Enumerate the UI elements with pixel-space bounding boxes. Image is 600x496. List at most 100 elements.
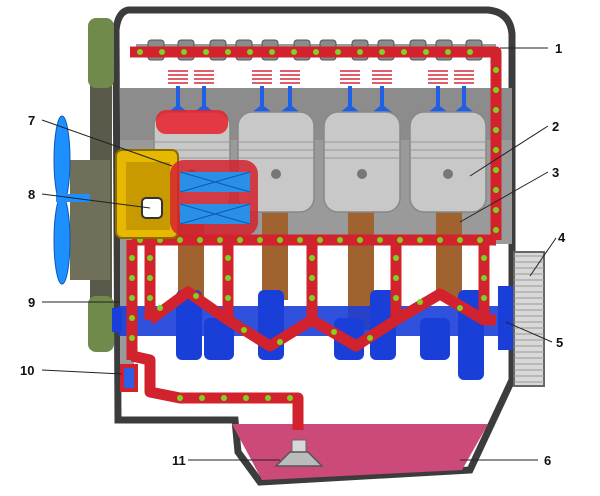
oil-drop (417, 299, 423, 305)
oil-drop (147, 255, 153, 261)
valve-stem (380, 86, 384, 110)
callout-1: 1 (555, 41, 562, 56)
oil-drop (225, 49, 231, 55)
oil-drop (493, 207, 499, 213)
oil-drop (277, 339, 283, 345)
valve-spring (454, 74, 474, 76)
valve-spring (428, 70, 448, 72)
oil-drop (309, 295, 315, 301)
oil-drop (493, 227, 499, 233)
oil-drop (379, 49, 385, 55)
valve-stem (202, 86, 206, 110)
belt-icon (70, 18, 122, 352)
oil-drop (393, 275, 399, 281)
valve-spring (454, 70, 474, 72)
valve-spring (252, 78, 272, 80)
callout-3: 3 (552, 165, 559, 180)
oil-drop (277, 237, 283, 243)
oil-drop (493, 127, 499, 133)
oil-drop (147, 275, 153, 281)
oil-drop (317, 237, 323, 243)
valve-spring (280, 74, 300, 76)
oil-drop (203, 49, 209, 55)
oil-drop (437, 237, 443, 243)
callout-9: 9 (28, 295, 35, 310)
valve-spring (428, 74, 448, 76)
callout-leaders (41, 47, 557, 461)
piston (409, 111, 487, 213)
oil-drop (237, 237, 243, 243)
oil-drop (257, 237, 263, 243)
oil-drop (417, 237, 423, 243)
valve-stem (462, 86, 466, 110)
oil-drop (225, 275, 231, 281)
oil-drop (423, 49, 429, 55)
valve-spring (194, 74, 214, 76)
oil-drop (313, 49, 319, 55)
oil-drop (129, 275, 135, 281)
valve-stem (288, 86, 292, 110)
valve-spring (280, 82, 300, 84)
valve-spring (372, 70, 392, 72)
valve-spring (340, 70, 360, 72)
oil-drop (493, 67, 499, 73)
oil-drop (493, 167, 499, 173)
callout-11: 11 (172, 453, 186, 468)
oil-drop (309, 275, 315, 281)
oil-drop (335, 49, 341, 55)
oil-drop (265, 395, 271, 401)
oil-drop (177, 395, 183, 401)
oil-drop (367, 335, 373, 341)
valve-spring (340, 78, 360, 80)
callout-2: 2 (552, 119, 559, 134)
combustion-flame (156, 110, 228, 134)
oil-drop (337, 237, 343, 243)
oil-drop (297, 237, 303, 243)
valve-spring (168, 74, 188, 76)
oil-drop (241, 327, 247, 333)
callout-8: 8 (28, 187, 35, 202)
oil-drop (225, 295, 231, 301)
oil-drop (243, 395, 249, 401)
callout-4: 4 (558, 230, 566, 245)
oil-drop (137, 49, 143, 55)
oil-drop (393, 295, 399, 301)
valve-spring (168, 82, 188, 84)
valve-spring (454, 82, 474, 84)
oil-drop (331, 329, 337, 335)
valve-spring (168, 70, 188, 72)
oil-drop (357, 49, 363, 55)
oil-drop (401, 49, 407, 55)
oil-drop (481, 275, 487, 281)
oil-drop (287, 395, 293, 401)
valve-spring (454, 78, 474, 80)
valve-spring (340, 82, 360, 84)
oil-drops (129, 49, 499, 401)
oil-drop (377, 237, 383, 243)
valve-spring (340, 74, 360, 76)
valve-spring (252, 82, 272, 84)
callout-5: 5 (556, 335, 563, 350)
valve-spring (280, 70, 300, 72)
oil-pump-icon (120, 364, 138, 392)
callout-7: 7 (28, 113, 35, 128)
callout-6: 6 (544, 453, 551, 468)
valve-spring (428, 78, 448, 80)
valve-spring (252, 74, 272, 76)
oil-drop (477, 237, 483, 243)
oil-drop (457, 305, 463, 311)
oil-drop (221, 395, 227, 401)
valve-stem (348, 86, 352, 110)
oil-drop (129, 295, 135, 301)
oil-drop (457, 237, 463, 243)
oil-drop (181, 49, 187, 55)
oil-filter-icon (115, 149, 258, 239)
oil-drop (193, 293, 199, 299)
oil-drop (309, 255, 315, 261)
oil-drop (291, 49, 297, 55)
valve-spring (194, 78, 214, 80)
oil-drop (129, 255, 135, 261)
oil-drop (159, 49, 165, 55)
oil-drop (493, 187, 499, 193)
